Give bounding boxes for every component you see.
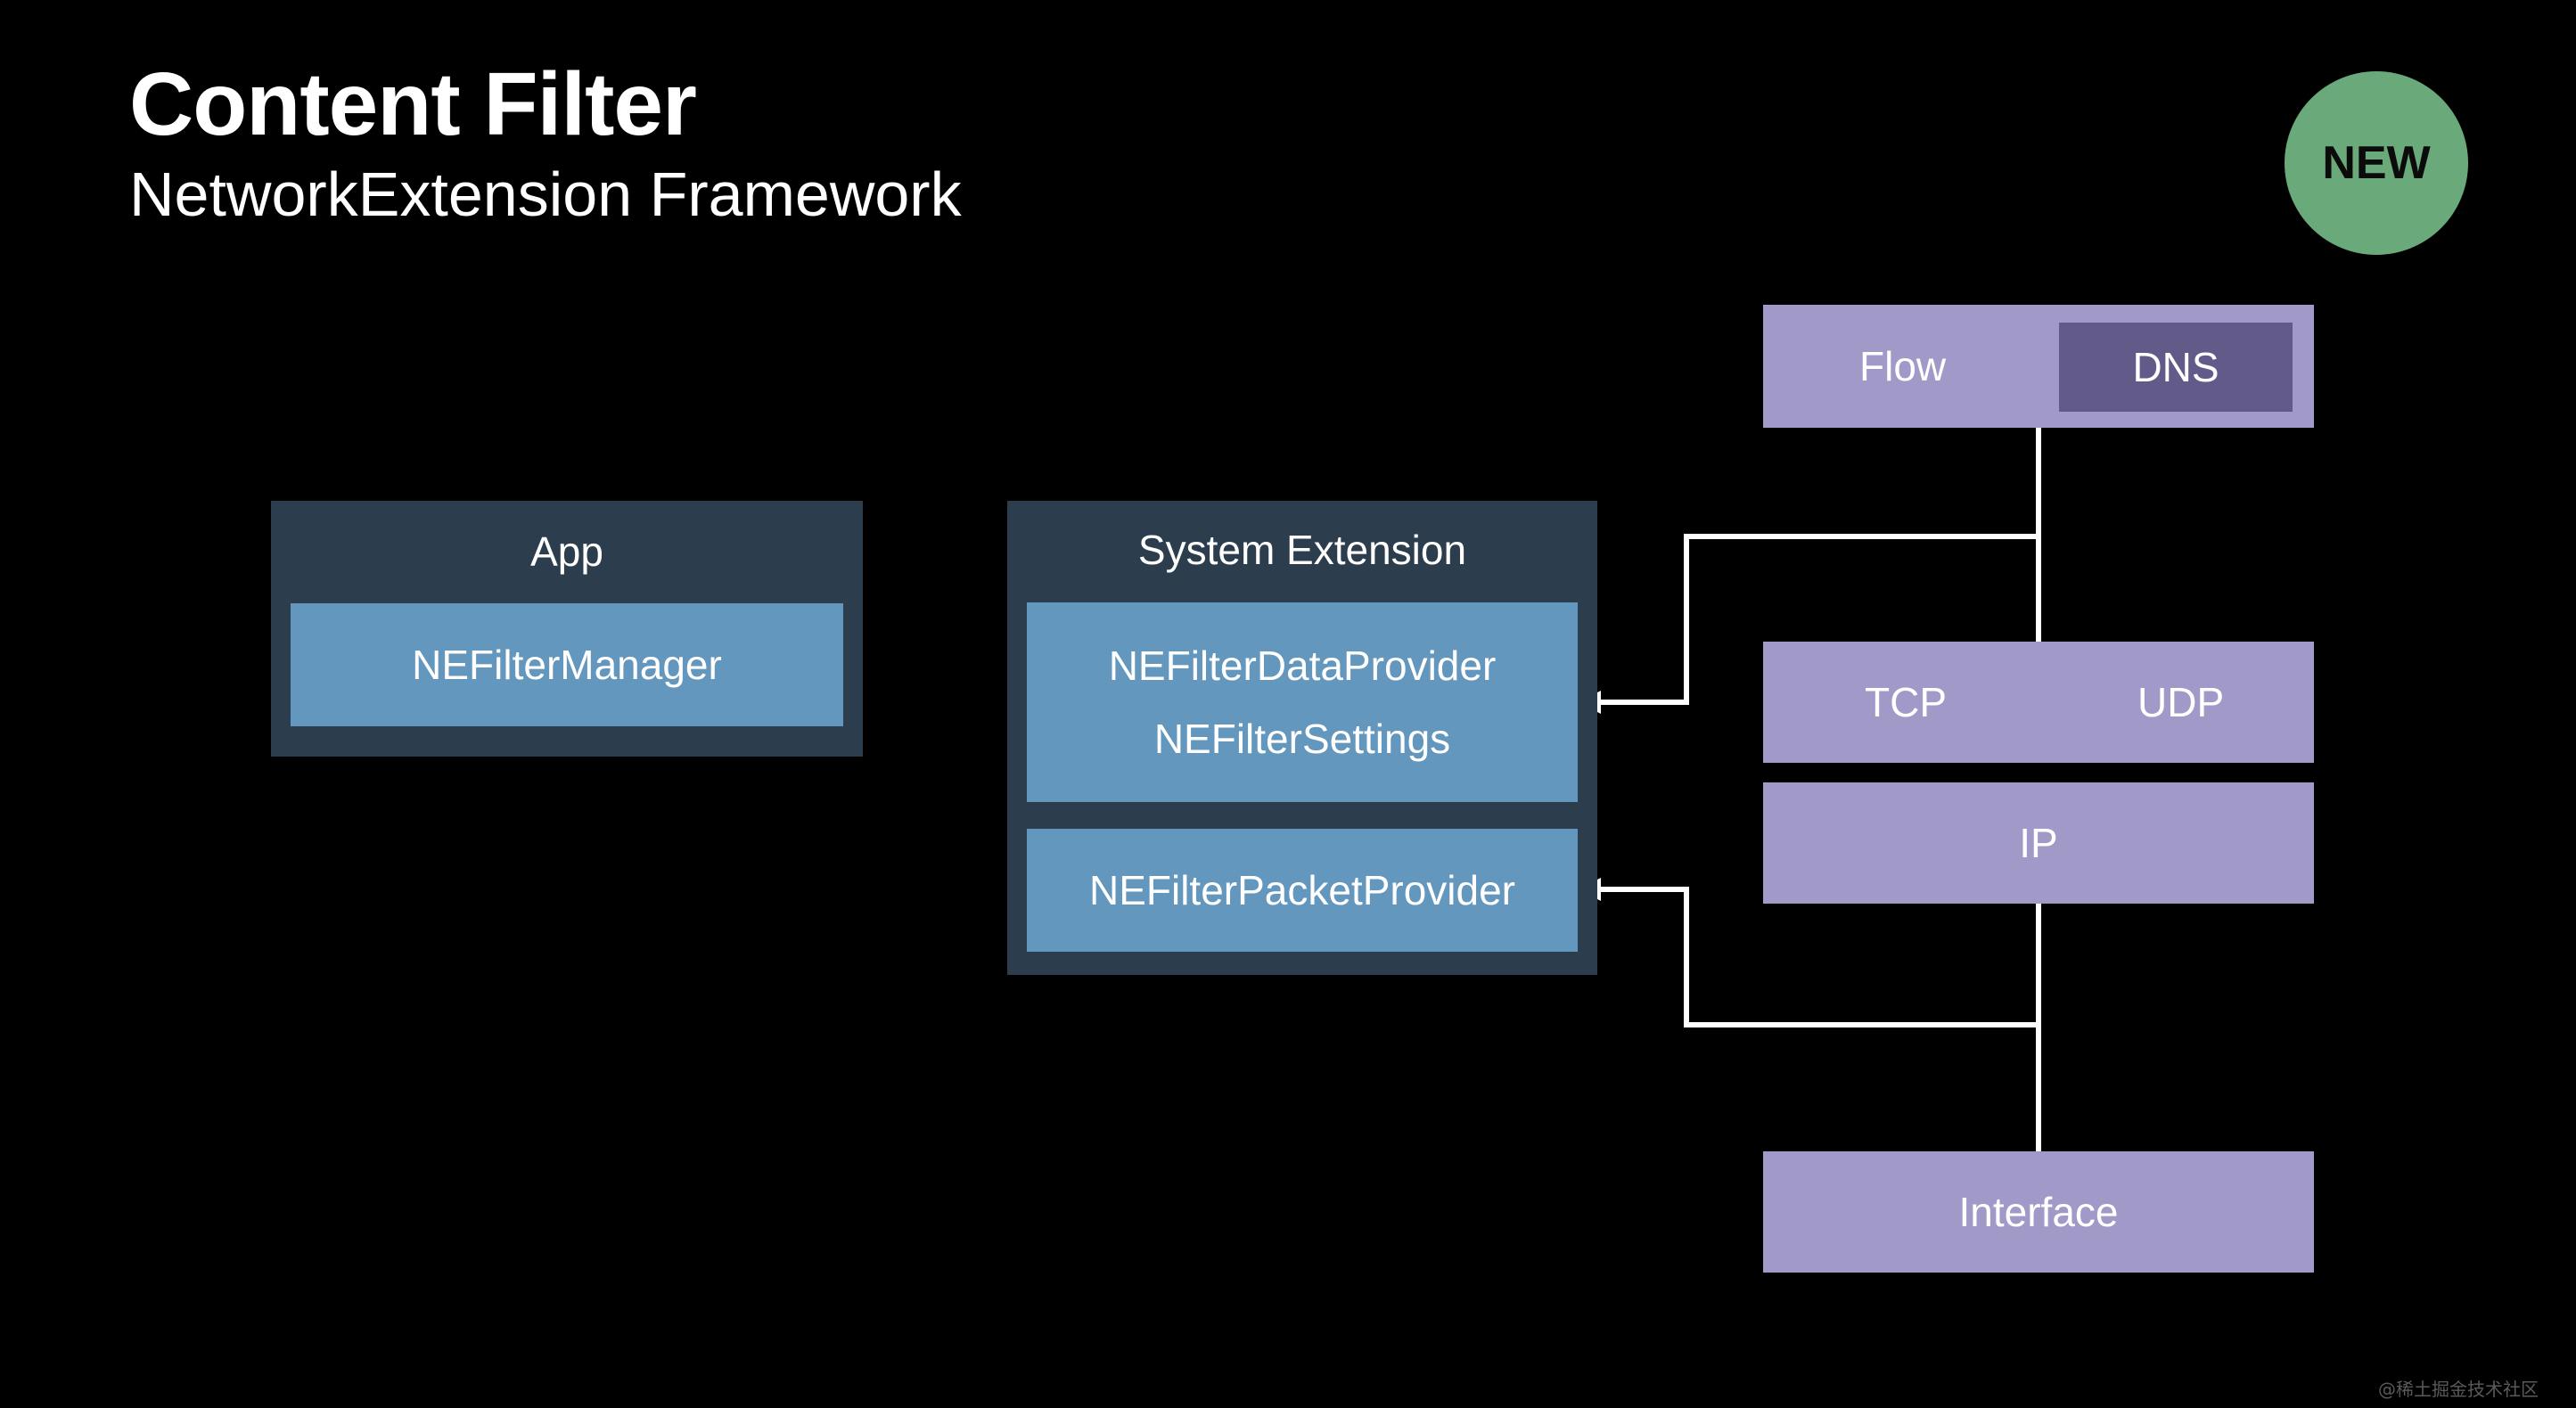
transport-layer: TCP UDP [1763, 642, 2314, 763]
dns-label: DNS [2132, 344, 2219, 390]
system-extension-container: System Extension NEFilterDataProvider NE… [1007, 501, 1597, 975]
slide-subtitle: NetworkExtension Framework [129, 160, 962, 229]
udp-label: UDP [2137, 679, 2225, 725]
ne-filter-settings-label: NEFilterSettings [1153, 716, 1451, 762]
ne-filter-data-provider-label: NEFilterDataProvider [1108, 643, 1497, 689]
flow-label: Flow [1859, 343, 1947, 389]
data-provider-box: NEFilterDataProvider NEFilterSettings [1027, 602, 1578, 802]
dns-box: DNS [2059, 323, 2293, 412]
ne-filter-packet-provider-label: NEFilterPacketProvider [1088, 867, 1516, 913]
packet-provider-box: NEFilterPacketProvider [1027, 829, 1578, 952]
tcp-label: TCP [1865, 679, 1947, 725]
slide-title: Content Filter [129, 54, 697, 154]
ip-label: IP [2019, 820, 2058, 866]
ip-layer: IP [1763, 782, 2314, 904]
flow-to-data-provider-line [1596, 534, 2039, 705]
flow-layer: Flow DNS [1763, 305, 2314, 428]
app-container: App NEFilterManager [271, 501, 863, 757]
watermark: @稀土掘金技术社区 [2378, 1379, 2539, 1400]
ip-to-packet-provider-line [1596, 887, 2039, 1027]
ne-filter-manager-label: NEFilterManager [412, 642, 722, 688]
ne-filter-manager-box: NEFilterManager [291, 603, 843, 726]
interface-layer: Interface [1763, 1151, 2314, 1273]
app-label: App [530, 528, 603, 575]
new-badge: NEW [2285, 71, 2468, 255]
system-extension-label: System Extension [1137, 527, 1467, 573]
interface-label: Interface [1958, 1189, 2119, 1235]
